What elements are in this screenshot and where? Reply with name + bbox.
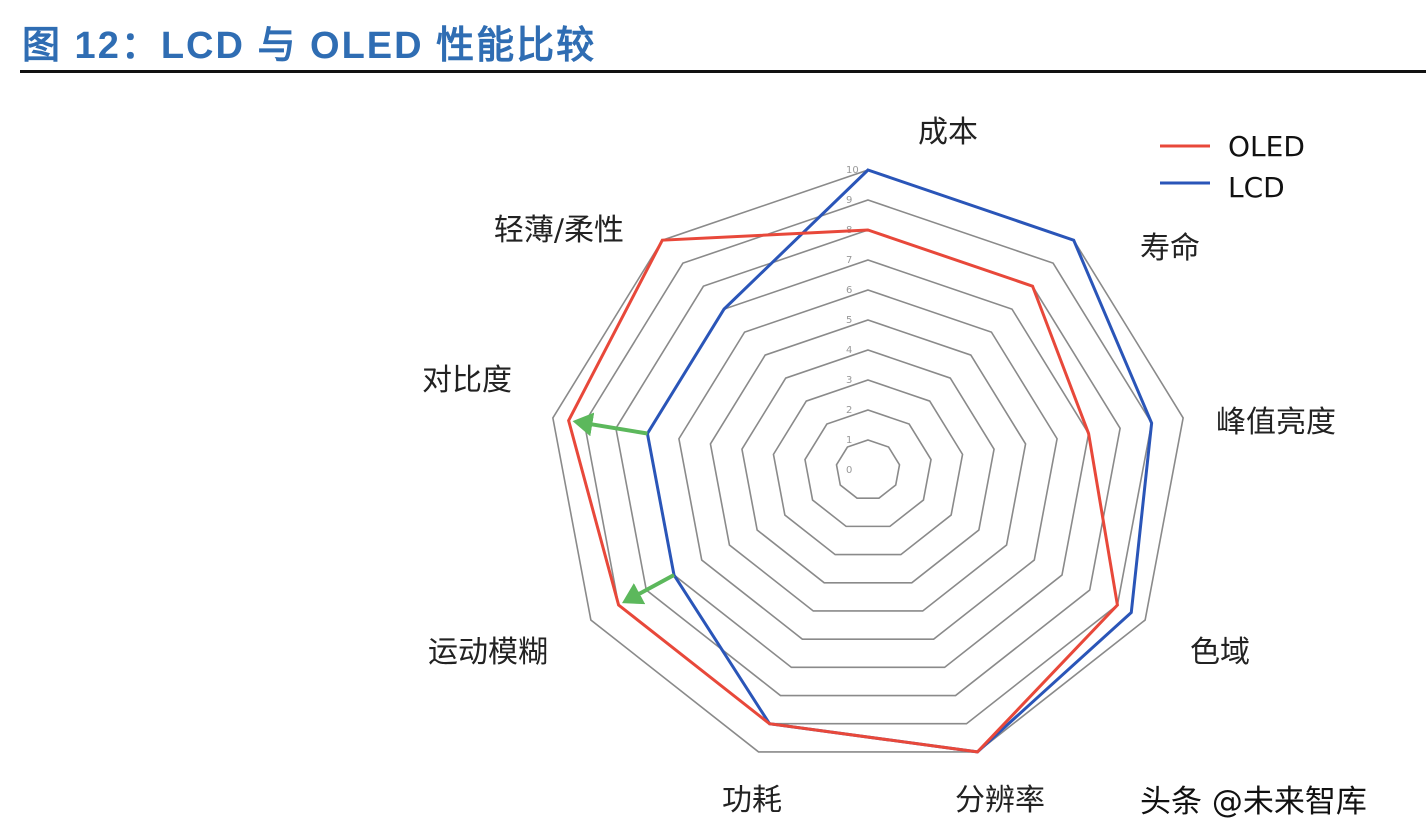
grid-ring-9 [583,199,1153,725]
tick-label: 3 [846,375,852,386]
legend-label-oled: OLED [1228,130,1305,163]
tick-label: 4 [846,345,852,356]
tick-label: 10 [846,165,859,176]
tick-label: 9 [846,195,852,206]
grid-ring-6 [678,289,1058,640]
grid-ring-8 [615,229,1121,697]
axis-label: 运动模糊 [428,635,548,670]
grid-ring-4 [741,349,995,584]
watermark: 头条 @未来智库 [1140,784,1367,820]
axis-label: 峰值亮度 [1216,405,1336,440]
grid-ring-10 [552,169,1184,753]
tick-label: 0 [846,465,852,476]
arrow-7 [572,412,648,437]
title-divider [20,70,1426,73]
axis-label: 功耗 [722,783,782,818]
axis-label: 对比度 [422,363,512,398]
arrow-6 [621,573,675,605]
legend-label-lcd: LCD [1228,171,1285,204]
radar-grid [552,169,1184,753]
tick-label: 7 [846,255,852,266]
axis-label: 轻薄/柔性 [494,213,624,248]
tick-label: 1 [846,435,852,446]
grid-ring-2 [804,409,932,528]
grid-ring-5 [709,319,1027,612]
axis-label: 寿命 [1140,231,1200,266]
axis-label: 分辨率 [955,783,1045,818]
series-oled [567,228,1120,754]
grid-ring-3 [772,379,964,556]
axis-label: 色域 [1190,635,1250,670]
annotation-arrows [572,412,675,605]
tick-label: 2 [846,405,852,416]
series-lcd [645,168,1154,754]
figure-title: 图 12：LCD 与 OLED 性能比较 [22,25,597,67]
radar-series [567,168,1154,754]
axis-label: 成本 [918,115,978,150]
grid-ring-1 [835,439,901,499]
chart-legend: OLED LCD [1160,130,1305,204]
tick-label: 6 [846,285,852,296]
tick-label: 5 [846,315,852,326]
